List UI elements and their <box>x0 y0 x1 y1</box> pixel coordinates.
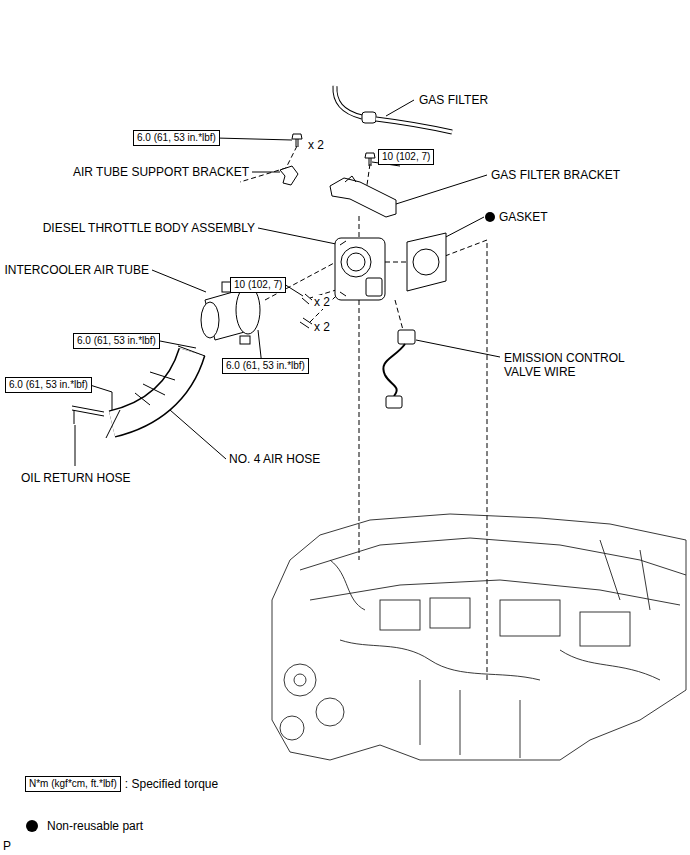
assembly-lines <box>240 146 487 680</box>
torque-box: 6.0 (61, 53 in.*lbf) <box>5 377 92 393</box>
torque-value: 10 (102, 7) <box>382 151 430 162</box>
part-label: AIR TUBE SUPPORT BRACKET <box>72 165 250 179</box>
valve-wire <box>383 330 415 408</box>
air-hose <box>106 346 205 438</box>
part-label: GAS FILTER BRACKET <box>490 168 621 182</box>
part-label: INTERCOOLER AIR TUBE <box>4 263 150 277</box>
gasket <box>407 233 446 291</box>
torque-value: N*m (kgf*cm, ft.*lbf) <box>29 778 117 789</box>
part-label: x 2 <box>313 320 331 334</box>
torque-value: 6.0 (61, 53 in.*lbf) <box>9 379 88 390</box>
torque-box: 10 (102, 7) <box>378 149 434 165</box>
non-reusable-mark <box>26 820 38 832</box>
leader-lines <box>75 100 500 466</box>
torque-value: 6.0 (61, 53 in.*lbf) <box>137 132 216 143</box>
torque-value: 6.0 (61, 53 in.*lbf) <box>77 335 156 346</box>
torque-value: 6.0 (61, 53 in.*lbf) <box>226 360 305 371</box>
torque-box: 10 (102, 7) <box>230 277 286 293</box>
torque-box: N*m (kgf*cm, ft.*lbf) <box>25 776 121 792</box>
part-label: x 2 <box>313 295 331 309</box>
torque-box: 6.0 (61, 53 in.*lbf) <box>222 358 309 374</box>
engine <box>272 514 686 760</box>
part-label: x 2 <box>307 138 325 152</box>
torque-box: 6.0 (61, 53 in.*lbf) <box>73 333 160 349</box>
part-label: NO. 4 AIR HOSE <box>228 452 321 466</box>
non-reusable-mark <box>485 212 495 222</box>
torque-box: 6.0 (61, 53 in.*lbf) <box>133 130 220 146</box>
torque-value: 10 (102, 7) <box>234 279 282 290</box>
part-label: OIL RETURN HOSE <box>20 471 132 485</box>
part-label: P <box>2 839 12 853</box>
oil-return-hose <box>72 406 104 424</box>
legend-text: : Specified torque <box>125 777 218 791</box>
part-label: EMISSION CONTROL VALVE WIRE <box>503 351 637 379</box>
part-label: GAS FILTER <box>418 93 489 107</box>
air-tube-support-bracket <box>280 166 298 185</box>
part-label: DIESEL THROTTLE BODY ASSEMBLY <box>42 221 256 235</box>
part-label: GASKET <box>498 210 549 224</box>
legend-text: Non-reusable part <box>47 819 143 833</box>
gas-filter-bracket <box>330 176 396 217</box>
throttle-body <box>335 238 385 300</box>
